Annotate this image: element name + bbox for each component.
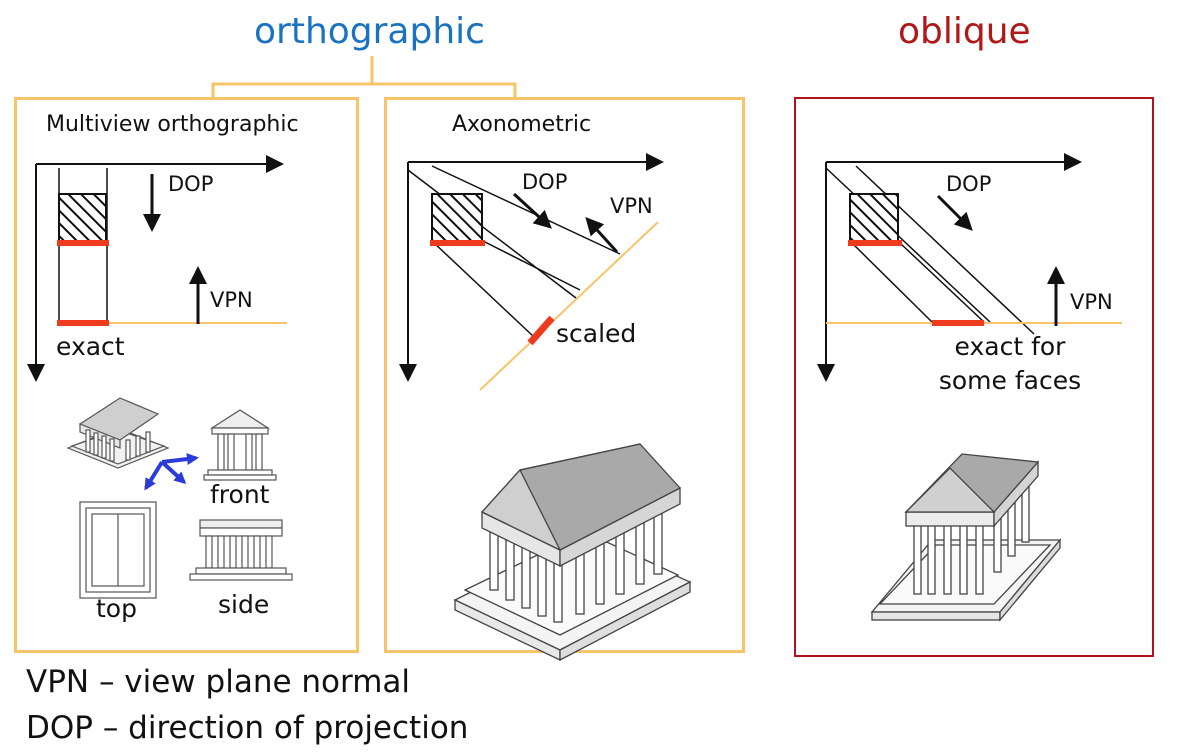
oblique-temple <box>870 453 1062 622</box>
oblique-heading: oblique <box>898 11 1031 52</box>
oblique-dop-arrow <box>936 194 973 231</box>
axonometric-projectors <box>407 165 621 338</box>
axonometric-hatched-object <box>431 193 483 242</box>
oblique-note-line1: exact for <box>954 332 1066 361</box>
temple-side-view <box>189 519 293 581</box>
oblique-note-line2: some faces <box>938 366 1082 395</box>
oblique-dop-label: DOP <box>946 172 992 196</box>
oblique-axes <box>817 153 1082 382</box>
axonometric-vpn-label: VPN <box>610 194 653 218</box>
multiview-dop-label: DOP <box>168 172 214 196</box>
legend-dop: DOP – direction of projection <box>26 710 469 746</box>
axonometric-dop-label: DOP <box>522 170 568 194</box>
temple-top-view <box>79 501 157 599</box>
orthographic-bracket <box>211 56 517 100</box>
multiview-title: Multiview orthographic <box>46 112 299 137</box>
axonometric-scaled-label: scaled <box>556 319 637 348</box>
multiview-temple-thumbnail <box>66 397 170 469</box>
view-direction-arrows <box>144 453 199 491</box>
orthographic-heading: orthographic <box>254 11 485 52</box>
axonometric-axes <box>399 153 664 382</box>
axonometric-title: Axonometric <box>452 112 592 137</box>
axonometric-vpn-arrow <box>585 217 619 254</box>
axonometric-dop-arrow <box>512 192 552 229</box>
axonometric-temple <box>453 443 692 662</box>
side-view-label: side <box>218 590 270 619</box>
multiview-axes <box>27 155 284 382</box>
temple-front-view <box>203 409 277 481</box>
axonometric-projected-edge <box>527 315 555 346</box>
axonometric-view-plane <box>479 221 659 391</box>
top-view-label: top <box>96 594 137 623</box>
oblique-vpn-label: VPN <box>1070 290 1113 314</box>
oblique-panel <box>794 97 1154 657</box>
multiview-hatched-object <box>58 193 107 242</box>
multiview-vpn-label: VPN <box>210 288 253 312</box>
front-view-label: front <box>210 480 270 509</box>
multiview-panel <box>14 97 359 653</box>
legend-vpn: VPN – view plane normal <box>26 664 411 700</box>
multiview-exact-label: exact <box>56 332 125 361</box>
oblique-projectors <box>825 165 1035 335</box>
oblique-hatched-object <box>849 193 899 242</box>
